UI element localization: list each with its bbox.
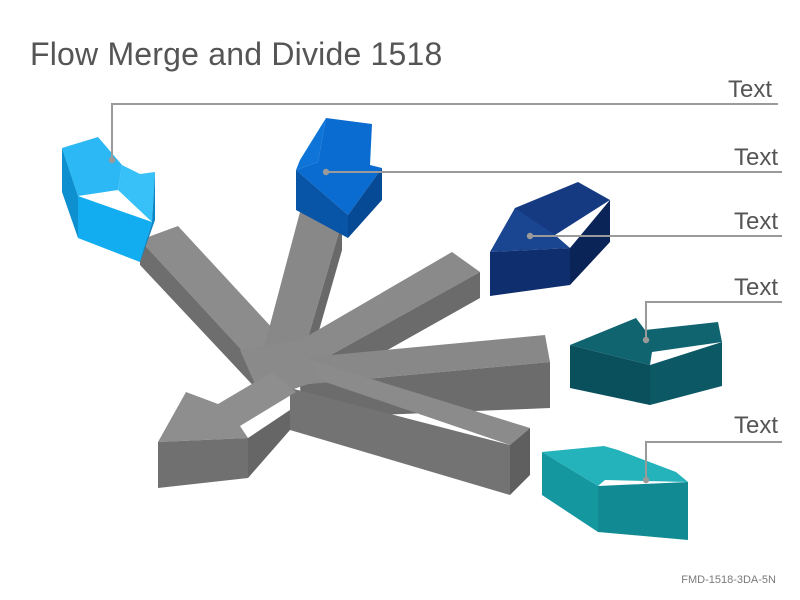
page-title: Flow Merge and Divide 1518 xyxy=(30,36,443,72)
leader-line-5 xyxy=(645,441,782,480)
leader-line-4 xyxy=(645,301,782,340)
leader-dots xyxy=(108,156,650,484)
arrow-2-blue xyxy=(296,118,382,238)
arrow-3-navy xyxy=(490,182,610,296)
arrow-5-teal xyxy=(542,446,688,540)
label-text-5: Text xyxy=(734,412,779,439)
label-text-2: Text xyxy=(734,144,779,171)
gray-merge-arrow xyxy=(140,212,550,495)
arrow-1-light-blue xyxy=(62,137,155,262)
label-text-3: Text xyxy=(734,208,779,235)
leader-lines xyxy=(111,103,782,480)
footer-code: FMD-1518-3DA-5N xyxy=(681,574,776,586)
leader-line-1 xyxy=(111,103,778,160)
label-text-4: Text xyxy=(734,274,779,301)
label-text-1: Text xyxy=(728,76,773,103)
